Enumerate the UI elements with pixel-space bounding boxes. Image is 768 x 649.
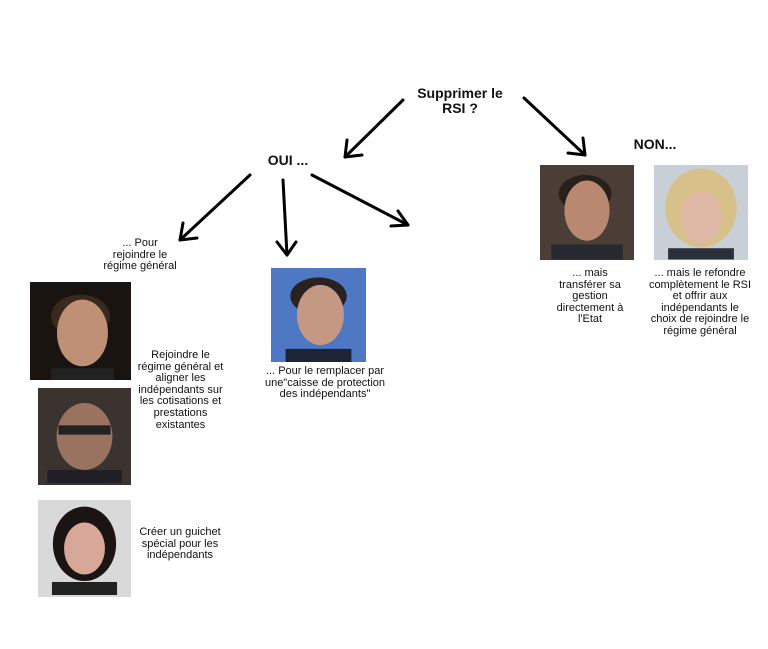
rejoin-text: ... Pour rejoindre le régime général xyxy=(103,237,177,273)
portrait-photo-2 xyxy=(38,388,131,485)
oui-label: OUI ... xyxy=(267,152,309,168)
portrait-photo-4 xyxy=(271,268,366,362)
portrait-photo-5 xyxy=(540,165,634,260)
portrait-photo-1 xyxy=(30,282,131,380)
etat-text: ... mais transférer sa gestion directeme… xyxy=(556,267,624,326)
caisse-text: ... Pour le remplacer par une"caisse de … xyxy=(264,365,386,401)
arrow-to-rejoin xyxy=(178,173,252,242)
portrait-photo-3 xyxy=(38,500,131,597)
arrow-to-non xyxy=(522,96,587,157)
align-text: Rejoindre le régime général et aligner l… xyxy=(137,349,224,431)
arrow-to-caisse xyxy=(275,178,298,257)
arrow-right xyxy=(310,173,410,228)
non-label: NON... xyxy=(633,136,677,152)
guichet-text: Créer un guichet spécial pour les indépe… xyxy=(139,526,221,562)
arrow-to-oui xyxy=(343,98,405,159)
refondre-text: ... mais le refondre complètement le RSI… xyxy=(648,267,752,337)
question-title: Supprimer le RSI ? xyxy=(417,85,503,116)
portrait-photo-6 xyxy=(654,165,748,260)
